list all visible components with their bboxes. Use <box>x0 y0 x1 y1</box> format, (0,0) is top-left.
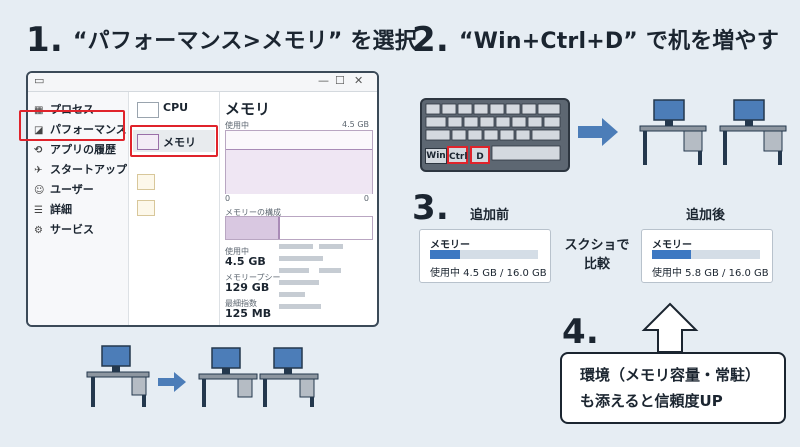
before-usage-bar <box>430 250 538 259</box>
users-icon: ☺ <box>34 185 45 196</box>
step3-heading: 3. <box>412 188 459 228</box>
desk-before <box>86 345 150 407</box>
memory-item-label: メモリ <box>163 136 196 149</box>
panel-title: メモリ <box>225 100 271 118</box>
up-arrow-icon <box>641 302 699 353</box>
sidebar-item-details[interactable]: ☰詳細 <box>34 203 72 216</box>
in-use-label: 使用中 <box>225 247 249 256</box>
memory-card-before: メモリー 使用中 4.5 GB / 16.0 GB <box>419 229 551 283</box>
cache-label: 最細指数 <box>225 299 257 308</box>
details-icon: ☰ <box>34 205 43 216</box>
network-thumbnail[interactable] <box>137 200 155 216</box>
step1-number: 1. <box>26 20 63 60</box>
step1-text: “パフォーマンス>メモリ” を選択 <box>72 29 417 54</box>
win-key: Win <box>425 148 447 164</box>
history-icon: ⟲ <box>34 145 43 156</box>
close-icon[interactable]: ✕ <box>354 74 364 87</box>
compare-line2: 比較 <box>583 257 610 272</box>
sidebar-item-users[interactable]: ☺ユーザー <box>34 183 94 196</box>
highlight-performance <box>19 110 125 141</box>
screenshot-compare-label: スクショで 比較 <box>562 236 632 274</box>
desk-after-1 <box>198 347 258 407</box>
sidebar: ▦プロセス ◪パフォーマンス ⟲アプリの履歴 ✈スタートアップ ☺ユーザー ☰詳… <box>28 92 128 325</box>
tip-line2: も添えると信頼度UP <box>580 392 723 410</box>
right-arrow-icon <box>578 118 618 146</box>
graph-zero-right: 0 <box>363 194 369 203</box>
step2-heading: 2. “Win+Ctrl+D” で机を増やす <box>412 20 779 60</box>
app-icon: ▭ <box>34 74 45 87</box>
sidebar-item-performance[interactable]: ◪パフォーマンス <box>34 123 127 136</box>
desks-top-illustration <box>578 99 787 165</box>
virtual-desk-2 <box>719 99 787 165</box>
d-key: D <box>470 146 490 164</box>
usage-label: 使用中 <box>225 121 249 130</box>
memory-panel: メモリ 使用中 4.5 GB 0 0 メモリーの構成 使用中 4.5 GB メモ… <box>219 92 377 325</box>
window-titlebar: ▭ — ☐ ✕ <box>28 73 377 92</box>
memory-thumbnail <box>137 134 159 150</box>
arrow-icon <box>158 372 186 392</box>
virtual-desk-1 <box>639 99 707 165</box>
in-use-value: 4.5 GB <box>225 255 266 268</box>
tip-line1: 環境（メモリ容量・常駐） <box>580 366 761 384</box>
memory-card-after: メモリー 使用中 5.8 GB / 16.0 GB <box>641 229 773 283</box>
startup-icon: ✈ <box>34 165 43 176</box>
before-label: 追加前 <box>470 208 510 223</box>
cpu-item-label[interactable]: CPU <box>163 101 189 114</box>
commit-label: メモリープシー <box>225 273 281 282</box>
desk-after-2 <box>259 347 319 407</box>
tip-bubble: 環境（メモリ容量・常駐） も添えると信頼度UP <box>560 352 786 424</box>
cache-value: 125 MB <box>225 307 272 320</box>
memory-usage-graph <box>225 130 373 194</box>
after-card-title: メモリー <box>652 240 692 251</box>
services-icon: ⚙ <box>34 225 43 236</box>
minimize-icon[interactable]: — <box>318 74 329 87</box>
keyboard-keys <box>425 103 561 161</box>
sidebar-item-startup[interactable]: ✈スタートアップ <box>34 163 127 176</box>
memory-composition-bar <box>225 216 373 240</box>
graph-zero-left: 0 <box>225 194 231 203</box>
step2-number: 2. <box>412 20 449 60</box>
after-label: 追加後 <box>686 208 726 223</box>
ctrl-key: Ctrl <box>447 146 468 164</box>
step4-number: 4. <box>562 312 599 352</box>
step3-number: 3. <box>412 188 449 228</box>
sidebar-item-services[interactable]: ⚙サービス <box>34 223 94 236</box>
after-usage-text: 使用中 5.8 GB / 16.0 GB <box>652 268 769 279</box>
after-usage-bar <box>652 250 760 259</box>
task-manager-window: ▭ — ☐ ✕ ▦プロセス ◪パフォーマンス ⟲アプリの履歴 ✈スタートアップ … <box>26 71 379 327</box>
usage-max: 4.5 GB <box>342 120 369 129</box>
before-usage-text: 使用中 4.5 GB / 16.0 GB <box>430 268 547 279</box>
performance-icon: ◪ <box>34 125 44 136</box>
step1-heading: 1. “パフォーマンス>メモリ” を選択 <box>26 20 417 60</box>
before-card-title: メモリー <box>430 240 470 251</box>
cpu-thumbnail <box>137 102 159 118</box>
sidebar-item-app-history[interactable]: ⟲アプリの履歴 <box>34 143 116 156</box>
maximize-icon[interactable]: ☐ <box>335 74 345 87</box>
disk-thumbnail[interactable] <box>137 174 155 190</box>
resource-list: CPU メモリ <box>128 92 220 325</box>
compare-line1: スクショで <box>564 238 630 253</box>
desk-illustration <box>86 345 319 407</box>
composition-label: メモリーの構成 <box>225 208 281 217</box>
step4-heading: 4. <box>562 312 609 352</box>
highlight-memory <box>130 125 218 157</box>
commit-value: 129 GB <box>225 281 270 294</box>
step2-text: “Win+Ctrl+D” で机を増やす <box>458 29 780 54</box>
